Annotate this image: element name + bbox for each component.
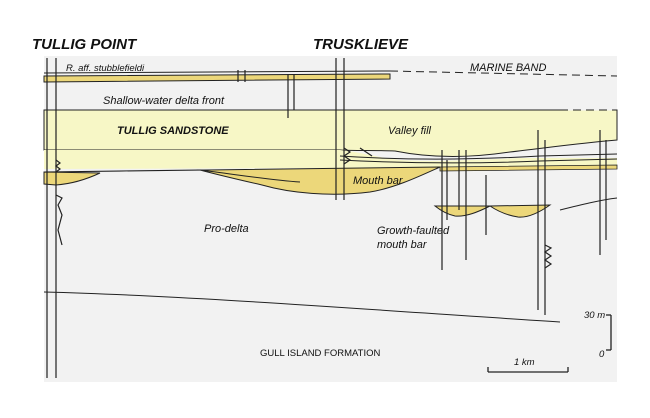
- measured-sections: [46, 58, 607, 378]
- tullig-point-title: TULLIG POINT: [32, 36, 138, 53]
- tullig-sandstone-label: TULLIG SANDSTONE: [117, 125, 229, 137]
- valley-fill-label: Valley fill: [388, 125, 432, 137]
- vertical-scale-bar: [606, 314, 612, 351]
- marine-band-bed: [43, 73, 391, 83]
- correlation-lines: [43, 70, 618, 323]
- growth-faulted-lens-right: [488, 204, 552, 218]
- delta-front-label: Shallow-water delta front: [103, 95, 225, 107]
- vertical-scale-top-label: 30 m: [584, 310, 605, 321]
- trusklieve-title: TRUSKLIEVE: [313, 36, 409, 53]
- mouth-bar-label: Mouth bar: [353, 175, 404, 187]
- growth-faulted-lens-left: [433, 205, 491, 217]
- mouth-bar-right-sliver: [439, 164, 618, 172]
- lower-sandstone-tongue: [44, 150, 617, 169]
- horizontal-scale-label: 1 km: [514, 357, 535, 368]
- horizontal-scale-bar: [487, 367, 569, 373]
- pro-delta-label: Pro-delta: [204, 223, 249, 235]
- growth-faulted-label-line2: mouth bar: [377, 239, 428, 251]
- gull-island-formation-label: GULL ISLAND FORMATION: [260, 348, 380, 359]
- mouth-bar-lens: [43, 166, 441, 195]
- vertical-scale-bottom-label: 0: [599, 349, 605, 360]
- growth-faulted-label-line1: Growth-faulted: [377, 225, 450, 237]
- fossil-label: R. aff. stubblefieldi: [66, 63, 145, 74]
- marine-band-label: MARINE BAND: [470, 62, 546, 74]
